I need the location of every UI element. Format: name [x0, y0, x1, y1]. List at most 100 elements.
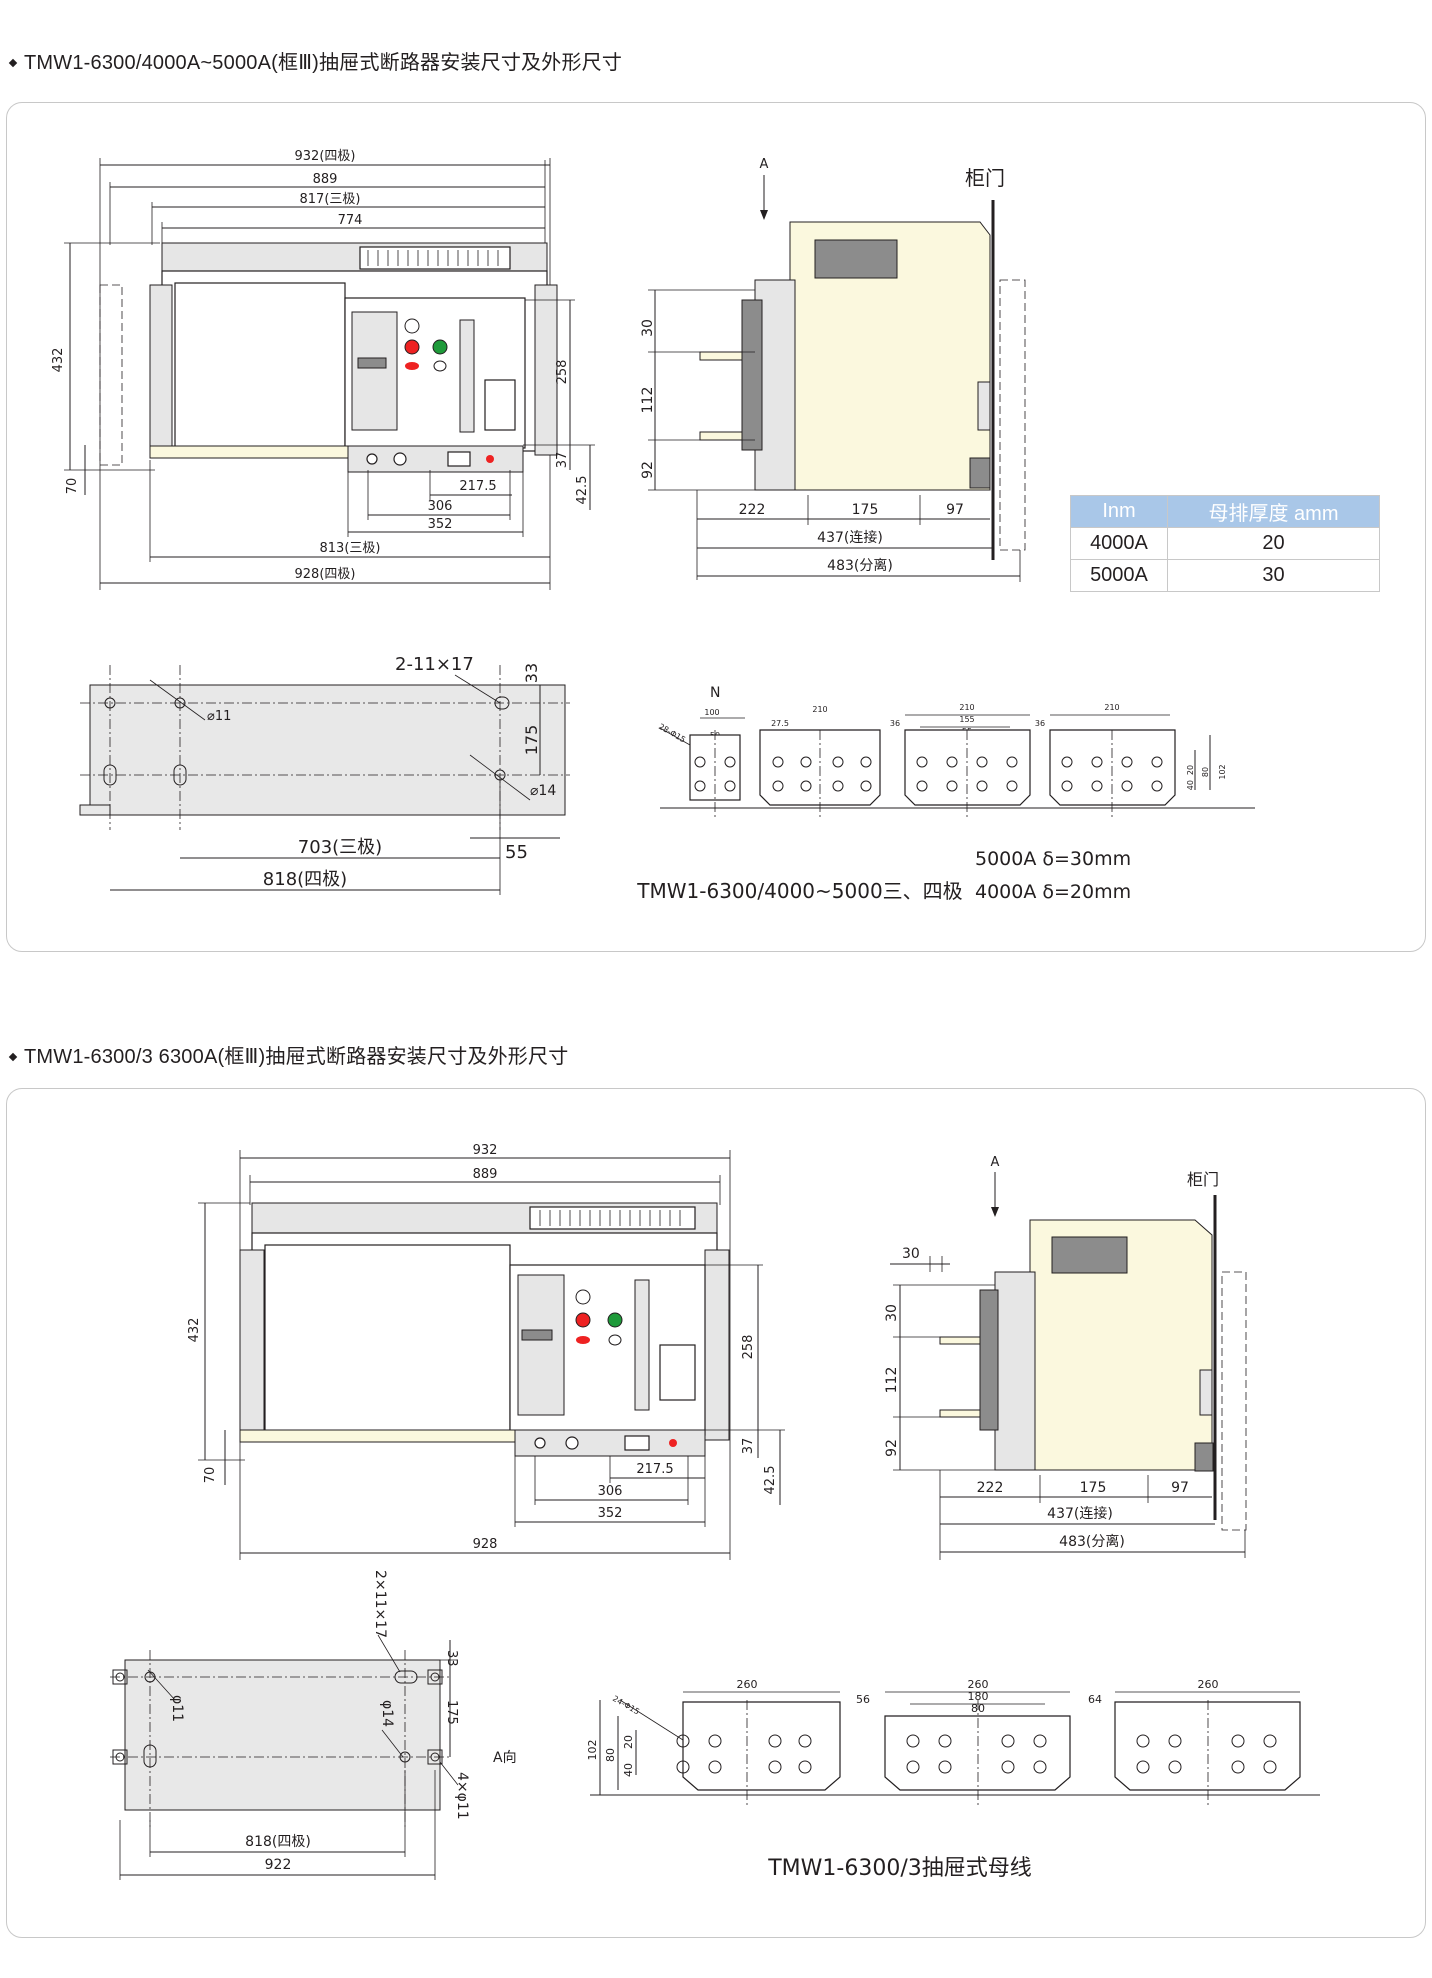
s2-mount-a-dir: A向: [493, 1750, 517, 1766]
s2-dim-306: 306: [598, 1484, 623, 1499]
s1-front-view: 932(四极) 889 817(三极) 774: [51, 149, 595, 590]
dim-side-483: 483(分离): [827, 557, 893, 574]
s2-dim-70: 70: [203, 1467, 218, 1484]
s1-bus-36a: 36: [890, 719, 900, 728]
dim-side-97: 97: [946, 502, 964, 518]
s2-bus-block-3: [1114, 1701, 1301, 1791]
s2-side-30: 30: [884, 1304, 900, 1322]
s1-bus-80: 80: [1201, 767, 1210, 777]
s2-dim-432: 432: [187, 1318, 202, 1343]
dim-mount-818: 818(四极): [263, 869, 347, 890]
dim-37: 37: [555, 452, 570, 469]
s1-bus-n: N: [710, 685, 720, 701]
s2-mount-33: 33: [444, 1650, 459, 1667]
s2-mount-phi14: φ14: [379, 1700, 395, 1727]
s1-mount-plate: [89, 684, 566, 816]
dim-928: 928(四极): [295, 567, 356, 582]
dim-side-92: 92: [640, 461, 656, 479]
dim-42-5: 42.5: [575, 476, 590, 505]
green-button-icon: [432, 339, 448, 355]
s2-side-175: 175: [1080, 1480, 1107, 1496]
dim-817: 817(三极): [300, 192, 361, 207]
s2-bus-260c: 260: [1198, 1678, 1219, 1691]
s2-mount-phi11: φ11: [169, 1695, 185, 1722]
s1-right-side: [534, 284, 558, 456]
dim-mount-holes: 2-11×17: [395, 654, 474, 675]
table-header-thickness: 母排厚度 amm: [1166, 495, 1381, 528]
s2-bus-102: 102: [586, 1740, 599, 1761]
dim-side-30: 30: [640, 319, 656, 337]
s2-bus-180: 180: [968, 1690, 989, 1703]
dim-side-222: 222: [739, 502, 766, 518]
s2-dim-928: 928: [473, 1537, 498, 1552]
s1-bus-block-2: [904, 729, 1031, 806]
s1-bus-210a: 210: [812, 705, 827, 714]
s2-dim-352: 352: [598, 1506, 623, 1521]
s1-bus-155: 155: [959, 715, 974, 724]
s2-mount-plate: [124, 1659, 441, 1811]
s1-bus-holes-group: [694, 756, 1163, 792]
s2-bus-40: 40: [622, 1763, 635, 1777]
busbar-thickness-table: Inm 母排厚度 amm 4000A 20 5000A 30: [1070, 495, 1381, 592]
s2-dim-37: 37: [741, 1438, 756, 1455]
dim-mount-33: 33: [522, 663, 541, 683]
s1-busbar-view: N 28-Φ15 100 50 27.5 210 36 210 155 55 3…: [636, 685, 1255, 903]
dim-813: 813(三极): [320, 541, 381, 556]
s2-mount-922: 922: [265, 1857, 292, 1873]
s1-connector-strip: [359, 246, 511, 270]
s2-dim-932: 932: [473, 1143, 498, 1158]
s2-dim-217-5: 217.5: [636, 1462, 673, 1477]
s2-side-437: 437(连接): [1047, 1505, 1113, 1522]
s2-a-label: A: [991, 1155, 1000, 1170]
s2-side-483: 483(分离): [1059, 1533, 1125, 1550]
s1-bus-100: 100: [704, 708, 719, 717]
s2-mount-175: 175: [444, 1700, 459, 1725]
s2-mount-holes: 2×11×17: [372, 1570, 388, 1638]
s2-red-button-icon: [575, 1312, 591, 1328]
s2-door-label: 柜门: [1187, 1170, 1219, 1189]
s1-bus-note2: 4000A δ=20mm: [975, 881, 1131, 903]
s2-bus-holes-group: [676, 1734, 1277, 1774]
s1-side-view: A 柜门 30 112 92 222 175 97 437(连接): [640, 157, 1026, 582]
s2-dim-889: 889: [473, 1167, 498, 1182]
s1-bus-210c: 210: [1104, 703, 1119, 712]
dim-mount-703: 703(三极): [298, 837, 382, 858]
s2-bus-block-1: [682, 1701, 841, 1791]
s2-green-button-icon: [607, 1312, 623, 1328]
dim-mount-175: 175: [522, 725, 541, 756]
section2-title: TMW1-6300/3 6300A(框Ⅲ)抽屉式断路器安装尺寸及外形尺寸: [4, 1040, 568, 1069]
dim-258: 258: [555, 360, 570, 385]
s1-door-label: 柜门: [965, 166, 1005, 190]
s2-side-97: 97: [1171, 1480, 1189, 1496]
dim-774: 774: [338, 213, 363, 228]
s2-side-92: 92: [884, 1439, 900, 1457]
s2-bus-80: 80: [604, 1748, 617, 1762]
s2-mount-view: φ11 2×11×17 φ14 33 175 A向 4×φ11 818(四极) …: [110, 1570, 517, 1880]
dim-352: 352: [428, 517, 453, 532]
s2-bus-caption: TMW1-6300/3抽屉式母线: [767, 1856, 1032, 1881]
s2-bus-64: 64: [1088, 1693, 1102, 1706]
dim-889: 889: [313, 172, 338, 187]
red-button-icon: [404, 339, 420, 355]
dim-mount-phi14: ⌀14: [530, 783, 556, 799]
s2-side-222: 222: [977, 1480, 1004, 1496]
s2-bus-20: 20: [622, 1735, 635, 1749]
s1-bus-36b: 36: [1035, 719, 1045, 728]
dim-432: 432: [51, 348, 66, 373]
dim-mount-55: 55: [505, 842, 528, 863]
s2-side-view: A 柜门 30 30 112 92 222 175 97 437(连接): [884, 1155, 1247, 1560]
dim-side-437: 437(连接): [817, 529, 883, 546]
dim-70: 70: [65, 478, 80, 495]
s1-a-label: A: [760, 157, 769, 172]
s1-bus-caption: TMW1-6300/4000~5000三、四极: [636, 879, 962, 903]
s2-bus-56: 56: [856, 1693, 870, 1706]
s2-front-view: 932 889 432 7: [187, 1143, 785, 1560]
table-row: 5000A 30: [1070, 559, 1381, 592]
s2-bus-block-2: [884, 1715, 1071, 1791]
dim-side-175: 175: [852, 502, 879, 518]
s2-bus-260a: 260: [737, 1678, 758, 1691]
s2-side-112: 112: [884, 1367, 900, 1394]
s1-bus-102: 102: [1218, 764, 1227, 779]
